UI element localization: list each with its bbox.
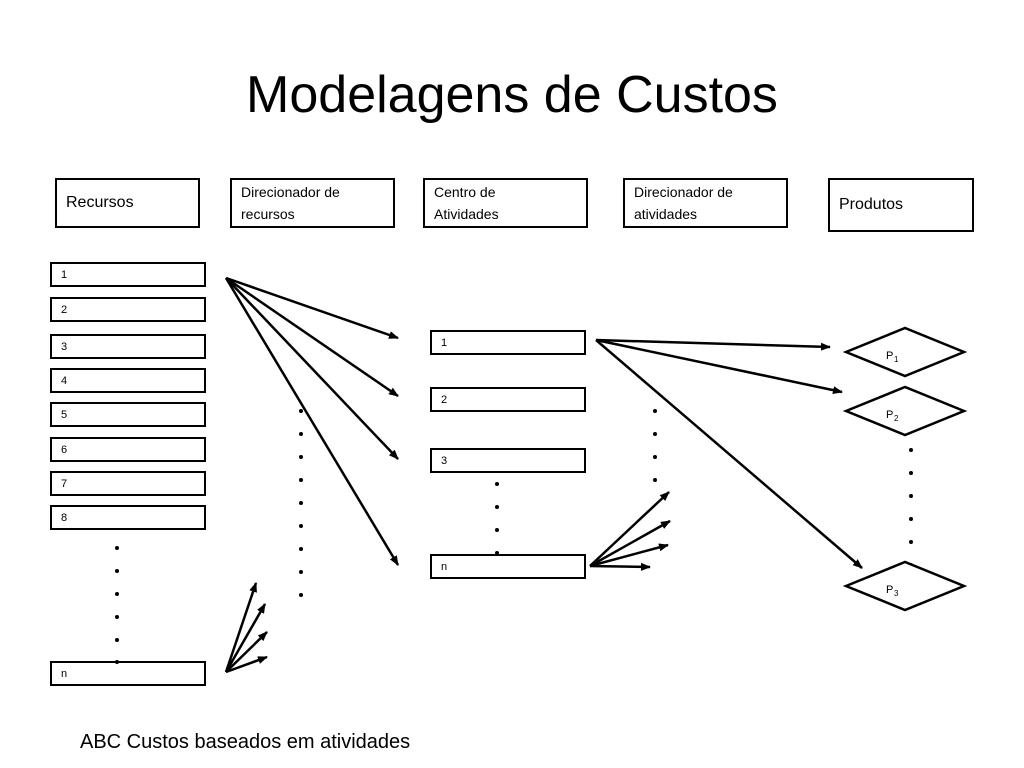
- recurso-box-5: 5: [50, 402, 206, 427]
- arrow-recurso-n-3: [225, 631, 268, 673]
- ellipsis-recursos: [115, 546, 119, 664]
- header-centro-atividades-line1: Centro de: [434, 184, 496, 200]
- produto-diamond-1: P 1: [842, 326, 968, 378]
- produto-3-sub: 3: [894, 589, 899, 598]
- header-direcionador-atividades: Direcionador de atividades: [623, 178, 788, 228]
- header-produtos: Produtos: [828, 178, 974, 232]
- recurso-box-8: 8: [50, 505, 206, 530]
- arrow-recurso-n-2: [224, 603, 267, 673]
- arrow-atividade-n-2: [589, 519, 671, 568]
- atividade-box-n: n: [430, 554, 586, 579]
- header-direcionador-atividades-line1: Direcionador de: [634, 184, 733, 200]
- caption: ABC Custos baseados em atividades: [80, 731, 411, 753]
- ellipsis-direcionador-recursos: [299, 409, 303, 597]
- ellipsis-direcionador-atividades: [653, 409, 657, 482]
- header-direcionador-recursos-line1: Direcionador de: [241, 184, 340, 200]
- recurso-box-3: 3: [50, 334, 206, 359]
- recurso-box-1: 1: [50, 262, 206, 287]
- arrow-recurso-atividade-1: [225, 276, 399, 340]
- arrow-atividade-n-3: [589, 543, 669, 568]
- arrow-recurso-atividade-3: [225, 277, 399, 460]
- header-recursos-label: Recursos: [66, 194, 134, 211]
- header-produtos-label: Produtos: [839, 196, 904, 213]
- produto-2-label: P: [886, 409, 893, 421]
- produto-diamond-2: P 2: [842, 385, 968, 437]
- arrow-atividade-n-1: [589, 491, 670, 567]
- recurso-box-2: 2: [50, 297, 206, 322]
- header-centro-atividades: Centro de Atividades: [423, 178, 588, 228]
- header-direcionador-recursos-line2: recursos: [241, 206, 295, 222]
- arrow-atividade-produto-2: [595, 338, 843, 395]
- ellipsis-atividades: [495, 482, 499, 555]
- arrow-recurso-n-4: [225, 655, 268, 674]
- arrow-recurso-n-1: [224, 582, 258, 673]
- atividade-box-2: 2: [430, 387, 586, 412]
- recurso-box-7: 7: [50, 471, 206, 496]
- header-centro-atividades-line2: Atividades: [434, 206, 499, 222]
- arrow-atividade-n-4: [589, 562, 651, 571]
- produto-1-label: P: [886, 350, 893, 362]
- header-recursos: Recursos: [55, 178, 200, 228]
- page-title: Modelagens de Custos: [246, 66, 778, 124]
- header-direcionador-atividades-line2: atividades: [634, 206, 698, 222]
- recurso-box-n: n: [50, 661, 206, 686]
- atividade-box-3: 3: [430, 448, 586, 473]
- arrow-atividade-produto-1: [595, 338, 831, 351]
- produto-2-sub: 2: [894, 414, 899, 423]
- produto-3-label: P: [886, 584, 893, 596]
- produto-1-sub: 1: [894, 355, 899, 364]
- atividade-box-1: 1: [430, 330, 586, 355]
- arrow-recurso-atividade-n: [224, 277, 400, 566]
- arrow-atividade-produto-3: [595, 339, 863, 569]
- arrow-recurso-atividade-2: [225, 276, 399, 398]
- recurso-box-4: 4: [50, 368, 206, 393]
- header-direcionador-recursos: Direcionador de recursos: [230, 178, 395, 228]
- ellipsis-produtos: [909, 448, 913, 567]
- recurso-box-6: 6: [50, 437, 206, 462]
- produto-diamond-3: P 3: [842, 560, 968, 612]
